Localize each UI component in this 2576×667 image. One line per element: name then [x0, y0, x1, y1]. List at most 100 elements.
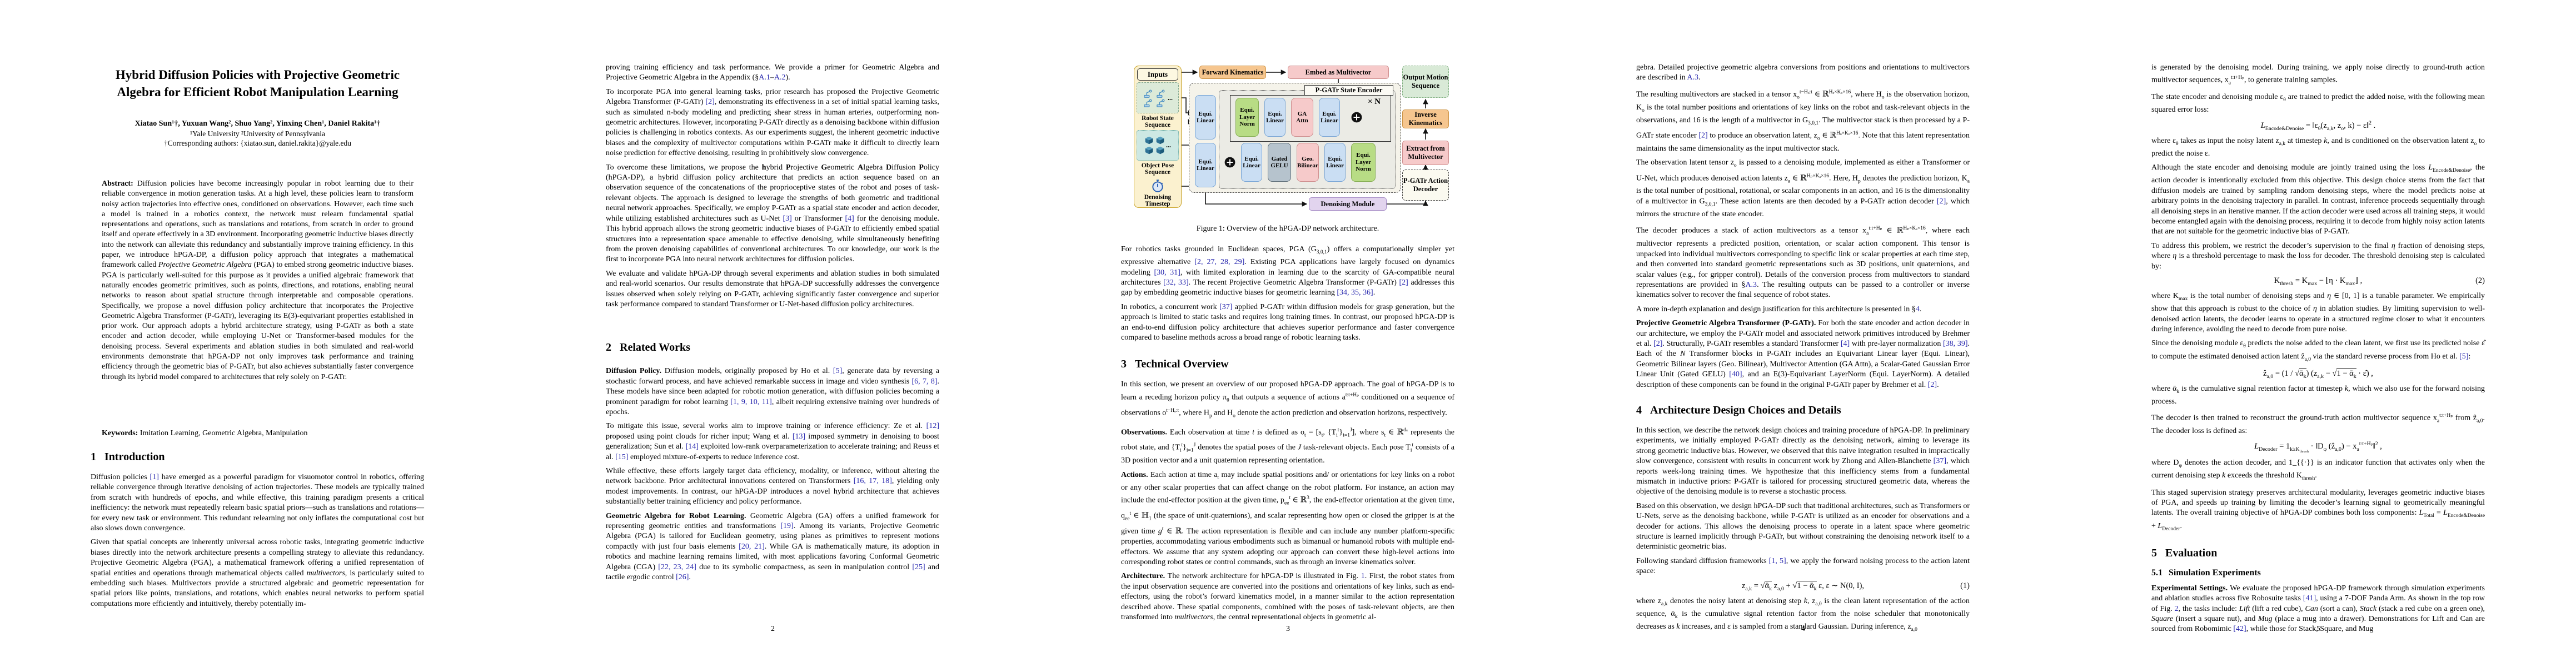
citation-link[interactable]: [30, 31] [1154, 268, 1180, 277]
paragraph: Although the state encoder and denoising… [2151, 163, 2485, 236]
equi-linear-block: Equi. Linear [1241, 143, 1262, 182]
robot-arm-icon [1144, 99, 1152, 107]
denoising-module-box: Denoising Module [1309, 197, 1387, 211]
citation-link[interactable]: [25] [912, 563, 925, 571]
citation-link[interactable]: [2] [705, 98, 715, 107]
citation-link[interactable]: [2] [1698, 131, 1708, 140]
citation-link[interactable]: A.3 [1745, 280, 1757, 289]
citation-link[interactable]: [5] [2459, 352, 2469, 361]
page-1: Hybrid Diffusion Policies with Projectiv… [0, 0, 515, 667]
citation-link[interactable]: [4] [1840, 339, 1850, 348]
citation-link[interactable]: A.3 [1687, 73, 1698, 82]
page-5-column: is generated by the denoising model. Dur… [2151, 63, 2485, 639]
citation-link[interactable]: A.2 [774, 73, 786, 82]
equation: LEncode&Denoise = ‖εθ(za,k, zo, k) − ε‖2… [2260, 120, 2376, 132]
inputs-label: Inputs [1137, 68, 1178, 81]
cube-icons [1144, 136, 1165, 155]
citation-link[interactable]: [3] [783, 214, 792, 223]
citation-link[interactable]: [2, 27, 28, 29] [1194, 258, 1245, 267]
paragraph-lead: Architecture. [1121, 572, 1165, 581]
abstract-text: Diffusion policies have become increasin… [102, 180, 413, 381]
citation-link[interactable]: A.1 [759, 73, 770, 82]
paragraph: Geometric Algebra for Robot Learning. Ge… [606, 511, 940, 582]
citation-link[interactable]: [1] [150, 473, 159, 481]
equi-layer-norm-block: Equi. Layer Norm [1235, 98, 1259, 137]
paragraph: We evaluate and validate hPGA-DP through… [606, 269, 939, 308]
figure-1: Inputs ... Robot State Sequence [1121, 64, 1454, 222]
figure-caption: Figure 1: Overview of the hPGA-DP networ… [1196, 225, 1379, 233]
citation-link[interactable]: [2] [1653, 339, 1663, 348]
page-4-column: gebra. Detailed projective geometric alg… [1636, 63, 1970, 639]
citation-link[interactable]: 2 [2174, 604, 2179, 613]
citation-link[interactable]: [1, 9, 10, 11] [730, 397, 772, 406]
geo-bilinear-block: Geo. Bilinear [1297, 143, 1319, 182]
citation-link[interactable]: [16, 17, 18] [853, 477, 892, 486]
paragraph: Projective Geometric Algebra Transformer… [1636, 319, 1970, 389]
robot-arm-icons [1143, 89, 1167, 107]
paragraph: This staged supervision strategy preserv… [2151, 488, 2485, 532]
equation: Kthresh = Kmax − ⌊η · Kmax⌋ ,(2) [2274, 276, 2485, 287]
citation-link[interactable]: 4 [1915, 305, 1920, 313]
times-n-label: × N [1368, 97, 1381, 106]
citation-link[interactable]: [15] [615, 452, 629, 461]
citation-link[interactable]: [6, 7, 8] [911, 377, 938, 386]
citation-link[interactable]: [34, 35, 36] [1337, 288, 1373, 297]
citation-link[interactable]: [41] [2303, 594, 2316, 603]
citation-link[interactable]: [13] [792, 432, 806, 441]
citation-link[interactable]: [37] [1933, 457, 1946, 466]
citation-link[interactable]: [4] [845, 214, 854, 223]
citation-link[interactable]: [2] [1927, 380, 1937, 389]
paragraph: proving training efficiency and task per… [606, 63, 939, 82]
citation-link[interactable]: [26] [676, 573, 689, 582]
gated-gelu-block: Gated GELU [1268, 143, 1291, 182]
keywords-text: Imitation Learning, Geometric Algebra, M… [139, 429, 308, 437]
citation-link[interactable]: [32, 33] [1163, 278, 1189, 287]
robot-arm-icon [1157, 89, 1165, 98]
citation-link[interactable]: [37] [1219, 302, 1233, 311]
citation-link[interactable]: [22, 23, 24] [658, 563, 696, 571]
cube-icon [1156, 146, 1164, 155]
paragraph: Actions. Each action at time at may incl… [1121, 470, 1454, 566]
page-3-text: For robotics tasks grounded in Euclidean… [1121, 245, 1454, 623]
page-4: gebra. Detailed projective geometric alg… [1546, 0, 2061, 667]
action-decoder-box: P-GATr Action Decoder [1402, 170, 1449, 201]
paragraph-lead: Experimental Settings. [2151, 584, 2228, 593]
citation-link[interactable]: [2] [1936, 197, 1946, 206]
equation: za,k = √ᾱk za,0 + √1 − ᾱk ε, ε ∼ N(0, I)… [1741, 580, 1970, 592]
citation-link[interactable]: [14] [685, 442, 699, 451]
affiliations-line: ¹Yale University ²University of Pennsylv… [190, 130, 325, 138]
page-number-2: 2 [771, 625, 775, 633]
page-2-column: proving training efficiency and task per… [606, 63, 939, 586]
paragraph: The decoder produces a stack of action m… [1636, 226, 1970, 300]
citation-link[interactable]: [1, 5] [1768, 556, 1786, 565]
paragraph-lead: Projective Geometric Algebra Transformer… [1636, 319, 1816, 328]
paragraph: In robotics, a concurrent work [37] appl… [1121, 302, 1454, 342]
citation-link[interactable]: [2] [1399, 278, 1408, 287]
paragraph: To mitigate this issue, several works ai… [606, 422, 940, 461]
citation-link[interactable]: [12] [926, 422, 939, 431]
paragraph-lead: Actions. [1121, 470, 1148, 479]
citation-link[interactable]: [38, 39] [1943, 339, 1968, 348]
citation-link[interactable]: [42] [2233, 625, 2246, 634]
citation-link[interactable]: 1 [1361, 572, 1365, 581]
citation-link[interactable]: [20, 21] [739, 542, 765, 551]
paragraph: While effective, these efforts largely t… [606, 467, 939, 506]
equi-linear-block: Equi. Linear [1195, 143, 1216, 187]
citation-link[interactable]: [19] [780, 522, 794, 531]
paragraph: where ᾱk is the cumulative signal retent… [2151, 384, 2485, 406]
citation-link[interactable]: [40] [1729, 370, 1742, 379]
cube-icon [1156, 136, 1164, 145]
robot-state-label: Robot State Sequence [1142, 115, 1174, 129]
paragraph: Architecture. The network architecture f… [1121, 572, 1454, 621]
extract-multivector-box: Extract from Multivector [1402, 141, 1449, 165]
citation-link[interactable]: [5] [833, 367, 843, 376]
row1-residual-box [1230, 95, 1391, 142]
paragraph: where Kmax is the total number of denois… [2151, 291, 2485, 334]
authors-line: Xiatao Sun¹†, Yuxuan Wang², Shuo Yang², … [134, 120, 381, 128]
paragraph: where Dφ denotes the action decoder, and… [2151, 459, 2485, 482]
